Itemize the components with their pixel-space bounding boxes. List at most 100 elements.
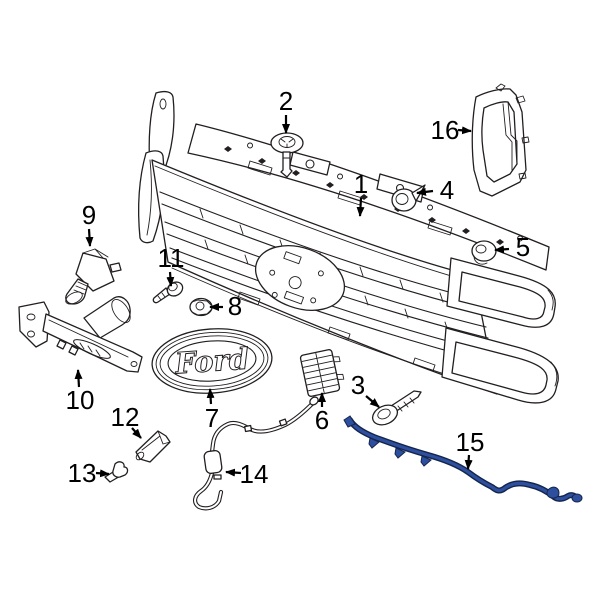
screw-head bbox=[371, 404, 399, 426]
grille-upper-strip-bracket bbox=[289, 151, 331, 176]
callout-number-13[interactable]: 13 bbox=[68, 458, 97, 488]
emblem-base-hole bbox=[288, 276, 302, 290]
grille-band-topline bbox=[154, 165, 473, 283]
bracket-end-hole bbox=[130, 361, 138, 367]
wire-clips bbox=[368, 437, 432, 467]
callout-arrow-9 bbox=[85, 228, 94, 247]
hose-clip1 bbox=[278, 418, 288, 427]
part-nut[interactable] bbox=[189, 297, 213, 317]
callout-arrow-12 bbox=[131, 427, 142, 439]
grille-bar-bevels bbox=[547, 289, 558, 387]
callout-number-14[interactable]: 14 bbox=[240, 459, 269, 489]
pushpin-head-notches bbox=[280, 138, 294, 148]
callout-number-11[interactable]: 11 bbox=[158, 243, 185, 273]
part-wedge-bracket[interactable] bbox=[135, 430, 171, 463]
callout-number-6[interactable]: 6 bbox=[315, 405, 329, 435]
nut-hole bbox=[195, 301, 205, 311]
part-ford-emblem[interactable]: Ford bbox=[150, 325, 274, 397]
duct-clips bbox=[495, 83, 530, 180]
wire-end-tab bbox=[343, 415, 356, 428]
callout-number-1[interactable]: 1 bbox=[354, 169, 368, 199]
bracket-arm-innerline bbox=[48, 319, 129, 358]
part-tclip[interactable] bbox=[104, 461, 129, 483]
callout-number-16[interactable]: 16 bbox=[431, 115, 460, 145]
part-hose[interactable] bbox=[193, 395, 320, 511]
part-pushpin-retainer[interactable] bbox=[270, 132, 304, 178]
callout-arrow-1 bbox=[356, 197, 365, 217]
hose-clip2 bbox=[244, 424, 253, 433]
vent-tabs bbox=[332, 356, 345, 380]
callout-number-5[interactable]: 5 bbox=[516, 232, 530, 262]
callout-number-2[interactable]: 2 bbox=[279, 86, 293, 116]
part-vent-grille[interactable] bbox=[299, 348, 346, 397]
bracket-plate-hole1 bbox=[26, 313, 36, 321]
hose-end-fitting bbox=[309, 396, 319, 406]
bracket-cylinder-cap bbox=[111, 298, 131, 324]
callout-number-9[interactable]: 9 bbox=[82, 200, 96, 230]
camera-ring-hatch bbox=[73, 281, 88, 295]
bolt-threads bbox=[157, 292, 166, 301]
duct-divider bbox=[502, 101, 518, 171]
callout-number-8[interactable]: 8 bbox=[228, 291, 242, 321]
bracket-teeth bbox=[56, 339, 79, 356]
hose-upper-outer bbox=[209, 400, 316, 455]
hose-connector-bulge bbox=[203, 449, 223, 475]
grille-upper-bar-opening bbox=[458, 271, 546, 320]
bracket-plate-hole2 bbox=[27, 330, 35, 338]
part-grommet[interactable] bbox=[471, 240, 497, 265]
callout-arrow-5 bbox=[494, 245, 510, 254]
grille-strip-screw-diamonds bbox=[224, 146, 504, 245]
pushpin-head bbox=[270, 132, 304, 154]
callout-number-4[interactable]: 4 bbox=[440, 175, 454, 205]
wire-end-blob bbox=[571, 493, 583, 503]
callout-number-12[interactable]: 12 bbox=[111, 402, 140, 432]
grille-bracket-hole bbox=[305, 159, 315, 169]
pushpin-stem bbox=[280, 151, 293, 178]
grommet-flange bbox=[473, 255, 488, 265]
emblem-ring-inner bbox=[167, 340, 257, 382]
callout-arrow-15 bbox=[464, 454, 473, 470]
callout-arrow-4 bbox=[416, 187, 434, 196]
screw-threads bbox=[397, 397, 415, 412]
wedge-lines bbox=[141, 430, 171, 451]
part-actuator-bracket[interactable] bbox=[18, 296, 143, 373]
grille-emblem-base bbox=[254, 245, 346, 311]
emblem-base-dots bbox=[269, 269, 324, 304]
emblem-script-text: Ford bbox=[173, 341, 250, 380]
callout-number-10[interactable]: 10 bbox=[66, 385, 95, 415]
callout-number-3[interactable]: 3 bbox=[351, 370, 365, 400]
part-air-duct[interactable] bbox=[471, 83, 530, 197]
bracket-arm-slot bbox=[73, 339, 111, 359]
camera-tab bbox=[109, 262, 122, 273]
pushpin-head-inner bbox=[278, 136, 296, 148]
wedge-body bbox=[135, 430, 171, 463]
callout-arrow-13 bbox=[95, 469, 110, 478]
bracket-cylinder bbox=[83, 296, 131, 339]
callout-arrow-7 bbox=[206, 388, 215, 405]
callout-arrow-3 bbox=[365, 395, 380, 408]
part-bolt[interactable] bbox=[152, 279, 185, 304]
callout-number-15[interactable]: 15 bbox=[456, 427, 485, 457]
emblem-ring-3 bbox=[159, 335, 265, 387]
grille-lower-bar-opening bbox=[451, 341, 548, 395]
callout-arrow-16 bbox=[457, 126, 472, 135]
grommet-inner bbox=[475, 244, 487, 254]
grille-bottom-slots bbox=[237, 291, 436, 372]
callout-arrow-14 bbox=[225, 468, 242, 477]
grille-strip-holes bbox=[247, 142, 523, 242]
part-wire-harness-highlighted[interactable] bbox=[343, 415, 583, 503]
screw-head-hex bbox=[377, 408, 391, 420]
emblem-base-slot1 bbox=[283, 251, 302, 265]
part-grille-assembly[interactable] bbox=[138, 90, 559, 404]
part-camera[interactable] bbox=[64, 248, 122, 307]
callout-number-7[interactable]: 7 bbox=[205, 403, 219, 433]
vent-slats bbox=[301, 352, 339, 394]
hose-side-tab bbox=[213, 474, 222, 480]
clip4-inner bbox=[395, 193, 409, 205]
part-screw[interactable] bbox=[369, 390, 422, 429]
grille-blade1-hole bbox=[159, 98, 167, 110]
bracket-plate bbox=[18, 301, 50, 348]
wire-inner bbox=[348, 418, 578, 501]
